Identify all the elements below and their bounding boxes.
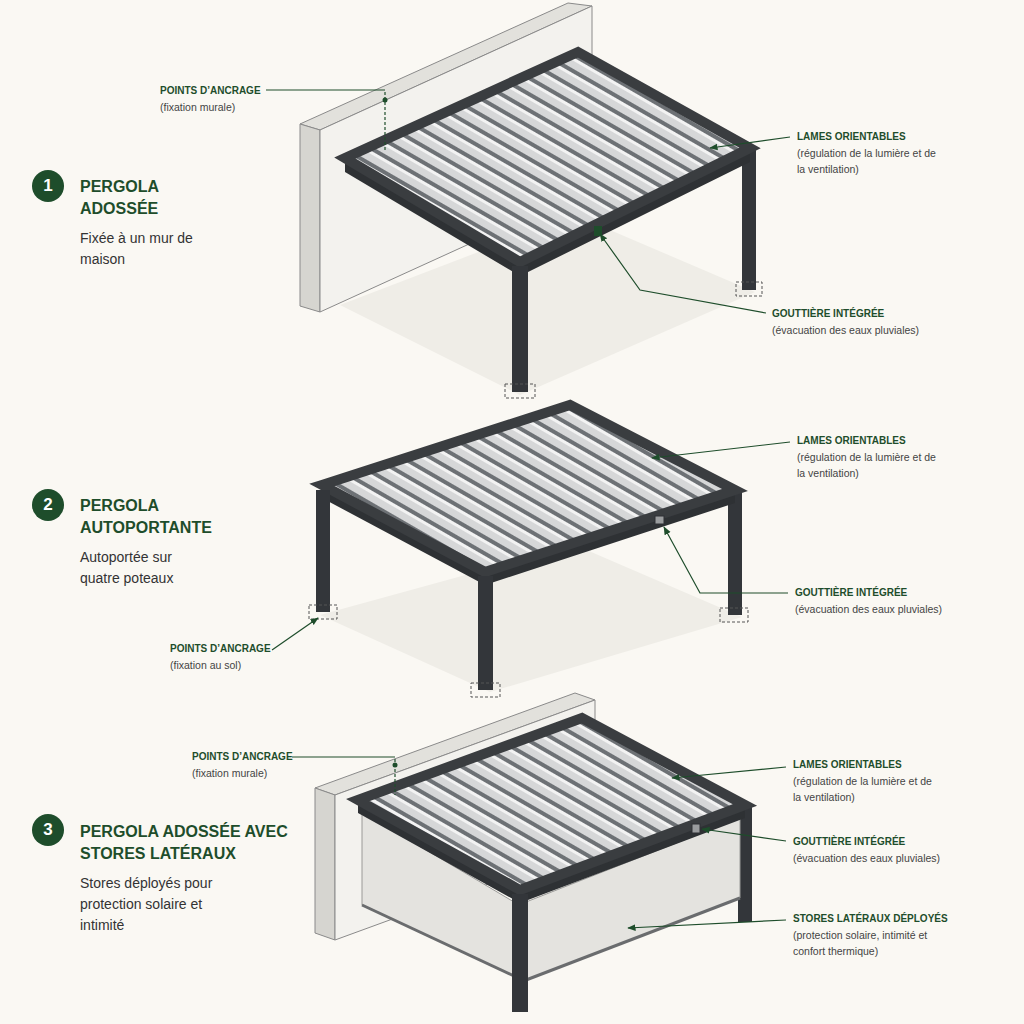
callout-title: GOUTTIÈRE INTÉGRÉE bbox=[793, 835, 963, 848]
section-title: PERGOLA ADOSSÉE bbox=[80, 176, 190, 219]
pergola-stores bbox=[315, 693, 752, 1012]
callout-note: (régulation de la lumière et de la venti… bbox=[793, 774, 933, 806]
leader-lines bbox=[272, 442, 790, 650]
section-description: Stores déployés pour protection solaire … bbox=[80, 873, 250, 936]
callout-note: (fixation au sol) bbox=[170, 658, 300, 674]
step-number: 3 bbox=[43, 820, 52, 840]
leader-lines bbox=[266, 90, 790, 313]
callout-title: GOUTTIÈRE INTÉGRÉE bbox=[772, 307, 942, 320]
section-title: PERGOLA AUTOPORTANTE bbox=[80, 495, 230, 538]
callout-title: STORES LATÉRAUX DÉPLOYÉS bbox=[793, 912, 963, 925]
anchor-dot bbox=[393, 763, 398, 768]
callout-title: LAMES ORIENTABLES bbox=[797, 434, 937, 447]
section-title: PERGOLA ADOSSÉE AVEC STORES LATÉRAUX bbox=[80, 821, 295, 864]
step-number: 1 bbox=[43, 176, 52, 196]
callout-title: POINTS D’ANCRAGE bbox=[170, 642, 300, 655]
callout-title: POINTS D’ANCRAGE bbox=[192, 750, 322, 763]
callout-title: LAMES ORIENTABLES bbox=[793, 758, 933, 771]
step-number-circle: 2 bbox=[32, 489, 64, 521]
callout-title: POINTS D’ANCRAGE bbox=[160, 84, 290, 97]
callout-note: (régulation de la lumière et de la venti… bbox=[797, 146, 937, 178]
section-description: Fixée à un mur de maison bbox=[80, 228, 210, 270]
leader-lines bbox=[292, 757, 786, 928]
callout-note: (fixation murale) bbox=[192, 766, 322, 782]
step-number: 2 bbox=[43, 495, 52, 515]
callout-note: (protection solaire, intimité et confort… bbox=[793, 928, 948, 960]
anchor-dot bbox=[383, 98, 388, 103]
callout-note: (évacuation des eaux pluviales) bbox=[795, 602, 965, 618]
callout-note: (régulation de la lumière et de la venti… bbox=[797, 450, 937, 482]
step-number-circle: 1 bbox=[32, 170, 64, 202]
pergola-adossee bbox=[300, 3, 762, 398]
pergola-autoportante bbox=[309, 405, 748, 697]
callout-title: GOUTTIÈRE INTÉGRÉE bbox=[795, 586, 965, 599]
section-description: Autoportée sur quatre poteaux bbox=[80, 547, 200, 589]
callout-note: (évacuation des eaux pluviales) bbox=[793, 851, 963, 867]
step-number-circle: 3 bbox=[32, 814, 64, 846]
callout-note: (évacuation des eaux pluviales) bbox=[772, 323, 942, 339]
callout-note: (fixation murale) bbox=[160, 100, 290, 116]
callout-title: LAMES ORIENTABLES bbox=[797, 130, 937, 143]
